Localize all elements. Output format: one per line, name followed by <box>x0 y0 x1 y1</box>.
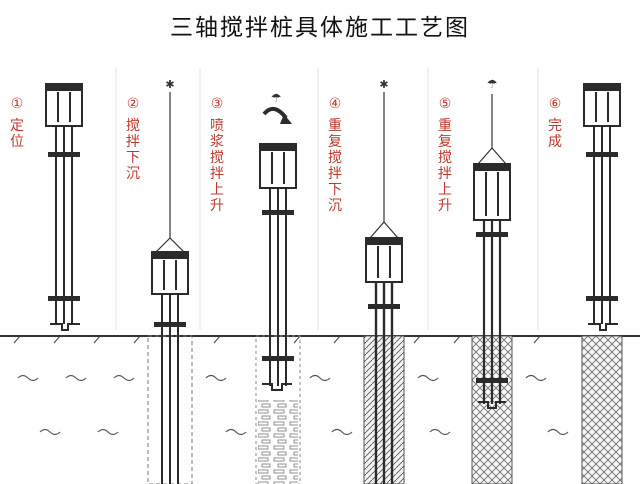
step-text-2: 搅拌下沉 <box>126 118 140 182</box>
svg-text:✱: ✱ <box>165 78 174 91</box>
step-label-3: ③ 喷浆搅拌上升 <box>206 96 228 214</box>
rig-step-6 <box>581 83 623 484</box>
step-number-2: ② <box>126 96 140 112</box>
step-number-4: ④ <box>328 96 342 112</box>
step-text-5: 重复搅拌上升 <box>438 118 452 214</box>
soil-marks <box>17 374 569 436</box>
step-number-6: ⑥ <box>548 96 562 112</box>
rig-step-1 <box>45 83 83 331</box>
rig-step-5: ☂ <box>471 77 513 484</box>
step-number-3: ③ <box>210 96 224 112</box>
step-text-6: 完成 <box>548 118 562 150</box>
svg-text:✱: ✱ <box>379 78 388 91</box>
step-text-4: 重复搅拌下沉 <box>328 118 342 214</box>
rig-step-2: ✱ <box>147 78 193 484</box>
step-label-4: ④ 重复搅拌下沉 <box>324 96 346 214</box>
diagram-title: 三轴搅拌桩具体施工工艺图 <box>170 15 470 41</box>
step-number-5: ⑤ <box>438 96 452 112</box>
rig-step-4: ✱ <box>363 78 405 484</box>
process-diagram: ✱ ☂ ✱ <box>0 68 640 484</box>
rig-step-3: ☂ <box>255 91 301 484</box>
step-label-6: ⑥ 完成 <box>544 96 566 150</box>
svg-text:☂: ☂ <box>271 91 282 105</box>
panel-separators <box>115 68 539 330</box>
step-label-5: ⑤ 重复搅拌上升 <box>434 96 456 214</box>
ground-ticks <box>13 335 621 344</box>
svg-text:☂: ☂ <box>487 77 498 91</box>
step-number-1: ① <box>10 96 24 112</box>
step-label-2: ② 搅拌下沉 <box>122 96 144 182</box>
step-text-1: 定位 <box>10 118 24 150</box>
step-label-1: ① 定位 <box>6 96 28 150</box>
step-text-3: 喷浆搅拌上升 <box>210 118 224 214</box>
